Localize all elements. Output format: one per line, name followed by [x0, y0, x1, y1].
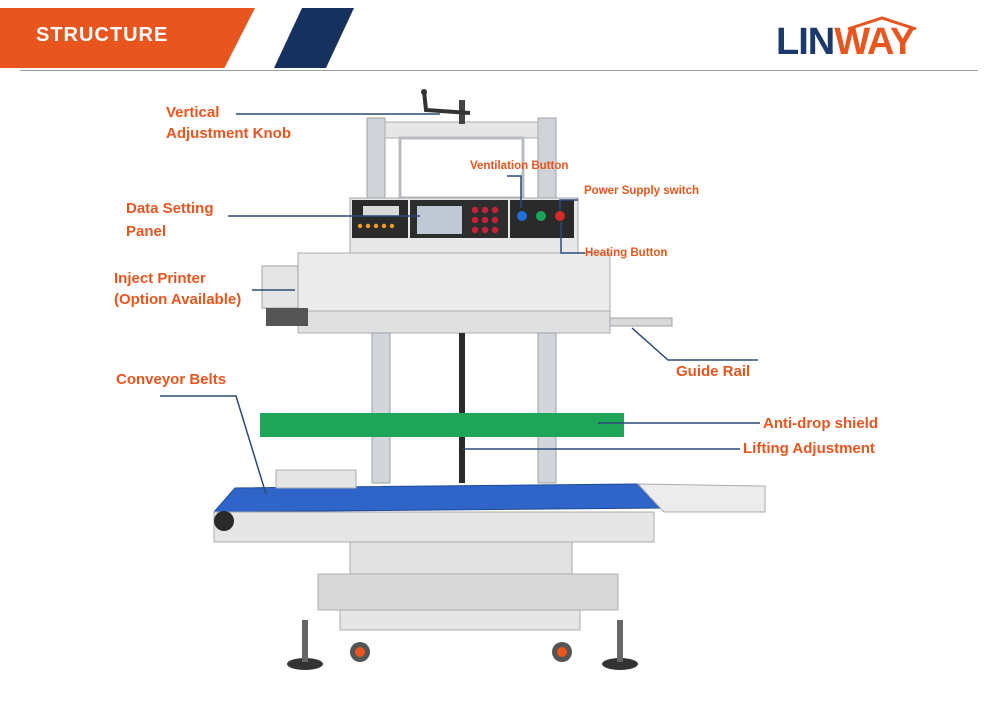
- label-guide-rail: Guide Rail: [676, 363, 751, 380]
- label-data-panel-line2: Panel: [126, 223, 167, 241]
- upper-frame: [366, 117, 557, 207]
- control-panel-shape: [349, 197, 579, 254]
- label-data-panel-line1: Data Setting: [126, 200, 214, 217]
- label-conveyor: Conveyor Belts: [116, 371, 227, 388]
- machine-base: [287, 541, 638, 670]
- anti-drop-shield-shape: [260, 413, 624, 437]
- brand-way: WAY: [834, 21, 915, 63]
- page-title: STRUCTURE: [36, 24, 169, 46]
- brand-l: L: [776, 21, 799, 63]
- sealing-head-shape: [261, 252, 673, 334]
- title-band: [0, 8, 255, 68]
- conveyor-shape: [212, 469, 766, 543]
- label-data-panel: Data Setting Panel: [126, 197, 214, 244]
- brand-name: LINWAY: [776, 20, 915, 64]
- label-anti-drop: Anti-drop shield: [763, 415, 878, 432]
- label-heating: Heating Button: [585, 247, 668, 259]
- header-divider: [20, 70, 978, 71]
- vertical-knob-shape: [421, 89, 471, 124]
- label-inject-printer-line2: (Option Available): [114, 291, 242, 308]
- brand-logo: LINWAY: [776, 14, 926, 64]
- leader-lines: [160, 113, 760, 495]
- lower-frame: [371, 332, 557, 484]
- label-power: Power Supply switch: [584, 185, 700, 197]
- label-lifting: Lifting Adjustment: [743, 440, 875, 457]
- label-vertical-knob-line1: Vertical: [166, 104, 220, 121]
- label-inject-printer: Inject Printer (Option Available): [114, 268, 241, 310]
- label-inject-printer-line1: Inject Printer: [114, 270, 206, 287]
- logo-roof-icon: [847, 16, 917, 30]
- brand-in: IN: [798, 21, 835, 63]
- label-ventilation: Ventilation Button: [470, 160, 569, 172]
- label-vertical-knob: Vertical Adjustment Knob: [166, 102, 291, 144]
- header: STRUCTURE LINWAY: [0, 0, 1000, 72]
- label-vertical-knob-line2: Adjustment Knob: [166, 125, 291, 142]
